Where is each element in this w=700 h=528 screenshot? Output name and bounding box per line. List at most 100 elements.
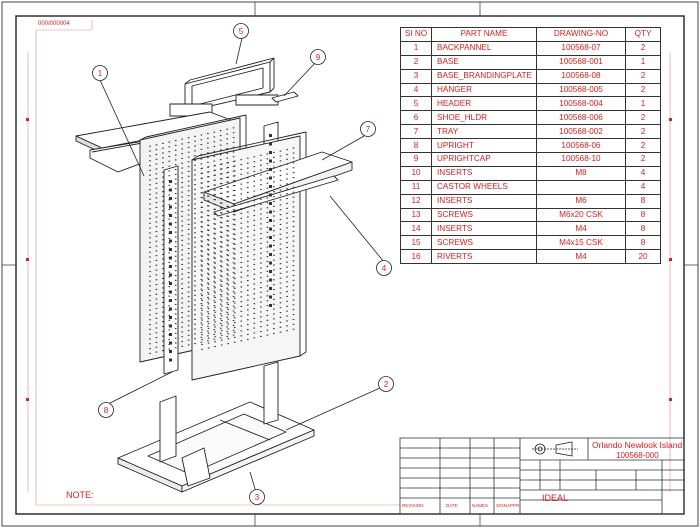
bom-cell-part-name: HEADER	[431, 96, 537, 112]
shoe-holder-part	[75, 111, 237, 173]
balloon-2-circle	[378, 376, 394, 392]
projection-symbol-icon	[532, 441, 578, 457]
bom-cell-sino: 15	[400, 235, 432, 251]
bom-cell-drawing-no: M4x15 CSK	[536, 235, 626, 251]
bom-cell-sino: 8	[400, 138, 432, 154]
bom-cell-sino: 16	[400, 249, 432, 265]
bom-cell-qty: 1	[625, 96, 661, 112]
bom-cell-qty: 4	[625, 179, 661, 195]
perforation-pattern	[149, 127, 295, 362]
balloon-4-circle	[376, 260, 392, 276]
bom-cell-drawing-no: M6	[536, 193, 626, 209]
bom-cell-drawing-no: 100568-06	[536, 138, 626, 154]
bom-cell-part-name: BASE	[431, 54, 537, 70]
bom-cell-part-name: INSERTS	[431, 221, 537, 237]
bom-cell-part-name: CASTOR WHEELS	[431, 179, 537, 195]
bom-cell-qty: 2	[625, 68, 661, 84]
balloon-9-label: 9	[316, 53, 321, 62]
bom-cell-sino: 12	[400, 193, 432, 209]
bom-cell-qty: 2	[625, 40, 661, 56]
bom-cell-drawing-no: 100568-08	[536, 68, 626, 84]
bom-cell-drawing-no: M4	[536, 221, 626, 237]
bom-cell-sino: 1	[400, 40, 432, 56]
balloon-8-circle	[98, 402, 114, 418]
bom-header-part-name: PART NAME	[431, 27, 537, 42]
bom-cell-qty: 8	[625, 221, 661, 237]
bom-cell-drawing-no: M6x20 CSK	[536, 207, 626, 223]
header-part	[169, 57, 279, 117]
balloon-5-circle	[233, 23, 249, 39]
drawing-ref-code: 000/000004	[38, 21, 70, 27]
balloon-3-label: 3	[255, 493, 260, 502]
bom-cell-sino: 4	[400, 82, 432, 98]
bom-cell-part-name: SCREWS	[431, 235, 537, 251]
bom-cell-qty: 8	[625, 207, 661, 223]
bom-cell-drawing-no: 100568-10	[536, 152, 626, 167]
bom-cell-part-name: BACKPANNEL	[431, 40, 537, 56]
bom-cell-sino: 10	[400, 165, 432, 181]
bom-cell-drawing-no: 100568-001	[536, 54, 626, 70]
balloon-labels: 1 2 3 4 5 7 8 9	[98, 27, 389, 502]
bom-cell-qty: 8	[625, 235, 661, 251]
base-part	[117, 361, 315, 493]
bom-cell-part-name: UPRIGHT	[431, 138, 537, 154]
bom-cell-drawing-no: M4	[536, 249, 626, 265]
names-label: NAMES	[472, 503, 489, 508]
bom-cell-sino: 13	[400, 207, 432, 223]
leader-lines	[99, 37, 385, 493]
bom-cell-sino: 5	[400, 96, 432, 112]
bom-cell-qty: 2	[625, 110, 661, 126]
upright-cap-part	[271, 91, 299, 103]
bom-cell-part-name: SHOE_HLDR	[431, 110, 537, 126]
bom-cell-qty: 8	[625, 193, 661, 209]
bom-cell-qty: 1	[625, 54, 661, 70]
bom-cell-qty: 2	[625, 138, 661, 154]
assembly-drawing-no: 100568-000	[616, 451, 659, 460]
bom-cell-drawing-no: 100568-002	[536, 124, 626, 140]
bom-cell-sino: 9	[400, 152, 432, 167]
bom-cell-part-name: BASE_BRANDINGPLATE	[431, 68, 537, 84]
sign-label: SIGNAPPR	[496, 503, 520, 508]
bom-cell-drawing-no: M8	[536, 165, 626, 181]
balloon-group	[92, 23, 394, 505]
bom-cell-sino: 6	[400, 110, 432, 126]
margin-marks	[26, 118, 672, 401]
bom-cell-qty: 2	[625, 82, 661, 98]
bom-cell-part-name: UPRIGHTCAP	[431, 152, 537, 167]
bom-cell-part-name: SCREWS	[431, 207, 537, 223]
balloon-1-label: 1	[98, 69, 103, 78]
bom-cell-part-name: HANGER	[431, 82, 537, 98]
bom-cell-sino: 3	[400, 68, 432, 84]
bom-cell-drawing-no	[536, 179, 626, 195]
bom-cell-sino: 2	[400, 54, 432, 70]
balloon-7-label: 7	[366, 125, 371, 134]
balloon-5-label: 5	[239, 27, 244, 36]
bom-cell-drawing-no: 100568-006	[536, 110, 626, 126]
note-label: NOTE:	[66, 490, 94, 500]
bom-cell-sino: 14	[400, 221, 432, 237]
bom-cell-part-name: TRAY	[431, 124, 537, 140]
client-name: Orlando Newlook Island	[592, 440, 683, 450]
bom-cell-qty: 2	[625, 152, 661, 167]
balloon-4-label: 4	[382, 264, 387, 273]
revision-label: REVISION	[402, 503, 424, 508]
company-name: IDEAL	[542, 493, 569, 503]
balloon-7-circle	[360, 121, 376, 137]
bom-header-qty: QTY	[625, 27, 661, 42]
bom-cell-drawing-no: 100568-07	[536, 40, 626, 56]
